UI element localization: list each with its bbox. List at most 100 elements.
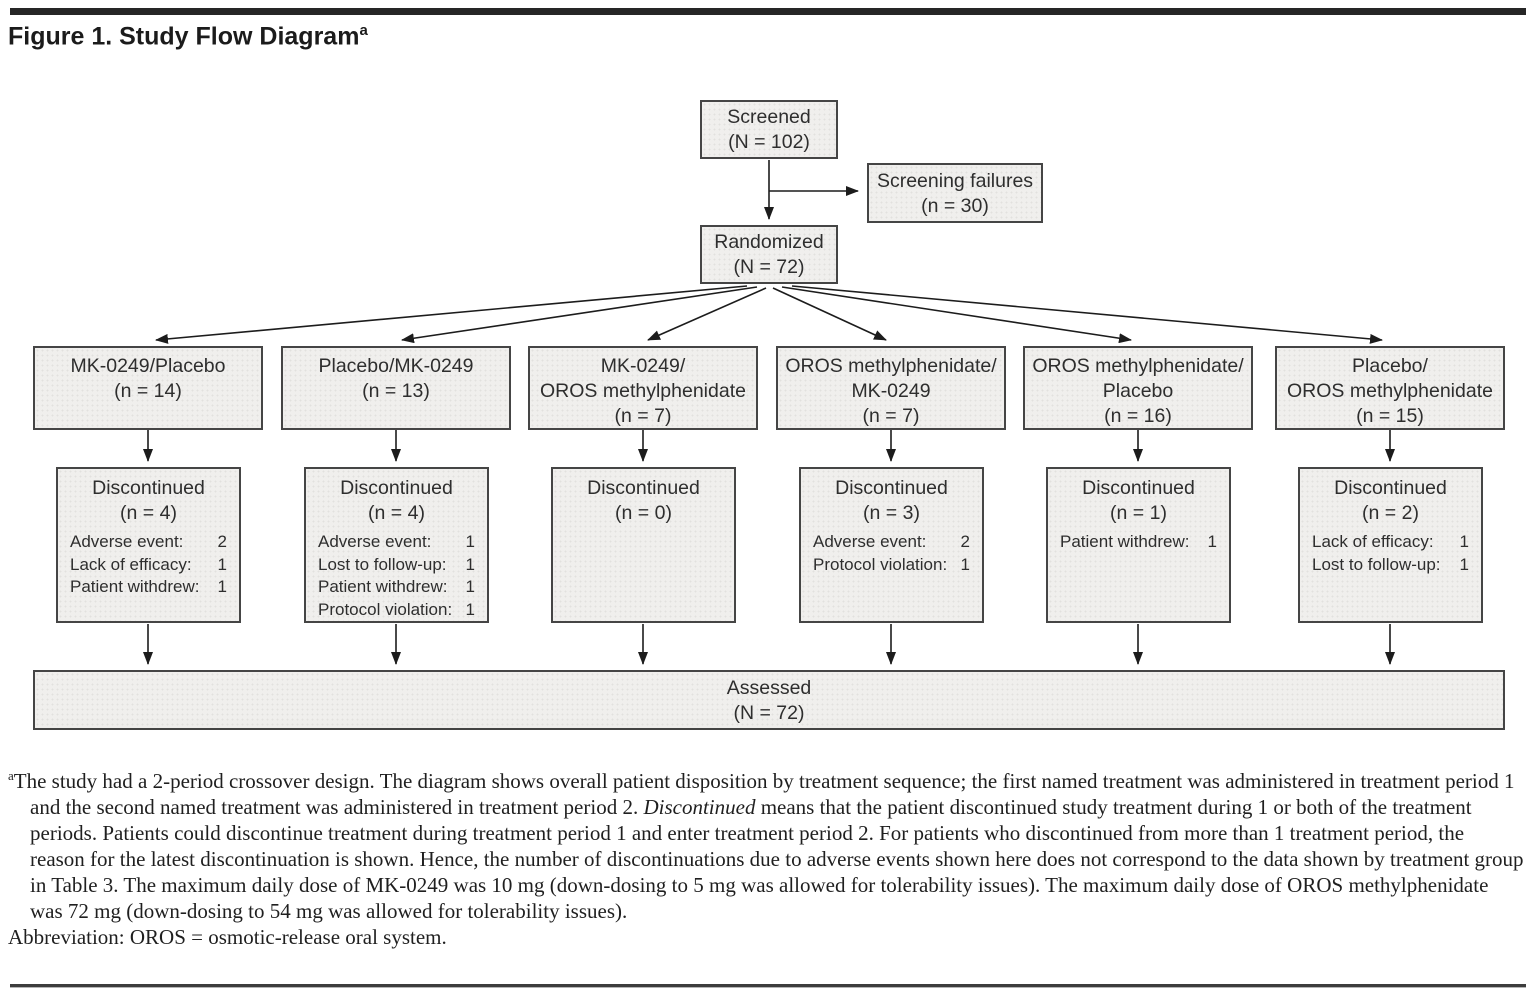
reason-row: Protocol violation: 1 <box>318 599 475 622</box>
footnote: aThe study had a 2-period crossover desi… <box>8 763 1524 924</box>
arm-box-line: OROS methylphenidate <box>540 380 746 402</box>
reason-count: 1 <box>217 554 227 574</box>
screened-label: Screened <box>727 106 811 128</box>
randomized-to-arm6-arrow <box>791 285 1383 344</box>
reason-row: Lack of efficacy:1 <box>1312 531 1469 554</box>
discontinued-title: Discontinued <box>835 477 948 499</box>
randomized-n: (N = 72) <box>733 256 805 278</box>
figure-title: Figure 1. Study Flow Diagrama <box>8 22 368 51</box>
reason-row: Adverse event: 1 <box>318 531 475 554</box>
discontinued-title: Discontinued <box>1334 477 1447 499</box>
arm-box-6: Placebo/OROS methylphenidate (n = 15) <box>1275 346 1505 430</box>
reason-label: Adverse event: <box>70 532 184 551</box>
reason-row: Lost to follow-up: 1 <box>1312 554 1469 577</box>
reason-label: Patient withdrew: <box>1060 532 1190 551</box>
arm-box-line: Placebo/MK-0249 <box>318 355 474 377</box>
arm-box-line: (n = 15) <box>1356 405 1424 427</box>
reason-count: 1 <box>465 577 475 596</box>
arm-box-line: Placebo/ <box>1352 355 1428 377</box>
reason-label: Patient withdrew: <box>70 577 200 596</box>
screened-box: Screened (N = 102) <box>700 100 838 159</box>
arm-box-line: (n = 14) <box>114 380 182 402</box>
reason-label: Lack of efficacy: <box>70 554 192 574</box>
randomized-to-arm5-arrow <box>781 286 1132 344</box>
footnote-marker: a <box>8 768 14 783</box>
reason-row: Adverse event: 2 <box>813 531 970 554</box>
arm-box-line: MK-0249/Placebo <box>70 355 226 377</box>
discontinued-n: (n = 4) <box>368 502 425 524</box>
reason-label: Lack of efficacy: <box>1312 532 1434 551</box>
discontinued-title: Discontinued <box>1082 477 1195 499</box>
randomized-to-arm3-arrow <box>647 287 767 341</box>
arm-box-line: OROS methylphenidate <box>1287 380 1493 402</box>
assessed-n: (N = 72) <box>733 702 805 724</box>
flow-arrows <box>143 160 1395 665</box>
discontinued-title: Discontinued <box>92 477 205 499</box>
reason-label: Lost to follow-up: <box>318 554 447 574</box>
randomized-to-arm4-arrow <box>772 287 887 341</box>
arm-box-1: MK-0249/Placebo (n = 14) <box>33 346 263 430</box>
randomized-label: Randomized <box>714 231 824 253</box>
discontinued-n: (n = 3) <box>863 502 920 524</box>
arm-box-line: (n = 7) <box>614 405 672 427</box>
reason-row: Patient withdrew: 1 <box>318 576 475 599</box>
discontinued-title: Discontinued <box>340 477 453 499</box>
footnote-text-1: The study had a 2-period crossover desig… <box>13 769 1515 819</box>
arm-box-3: MK-0249/OROS methylphenidate (n = 7) <box>528 346 758 430</box>
randomized-box: Randomized (N = 72) <box>700 225 838 284</box>
screening-failures-n: (n = 30) <box>921 195 989 217</box>
discontinued-n: (n = 0) <box>615 502 672 524</box>
arm-box-line: OROS methylphenidate/ <box>785 355 997 377</box>
arm-box-line: (n = 7) <box>862 405 920 427</box>
randomized-to-arm1-arrow <box>155 285 748 344</box>
reason-label: Protocol violation: <box>813 554 948 574</box>
arm-box-line: Placebo <box>1102 380 1174 402</box>
reason-label: Patient withdrew: <box>318 577 448 596</box>
reason-count: 1 <box>960 554 970 574</box>
footnote-text-2: means that the patient discontinued stud… <box>30 795 1524 923</box>
arm-box-line: (n = 13) <box>362 380 430 402</box>
reason-count: 1 <box>465 599 475 619</box>
arm-box-line: MK-0249 <box>851 380 931 402</box>
discontinued-box-5: Discontinued(n = 1)Patient withdrew:1 <box>1046 467 1231 623</box>
assessed-label: Assessed <box>726 677 812 699</box>
reason-count: 2 <box>960 532 970 551</box>
reason-count: 1 <box>465 532 475 551</box>
reason-row: Protocol violation: 1 <box>813 554 970 577</box>
reason-label: Protocol violation: <box>318 599 453 619</box>
discontinued-reasons: Patient withdrew:1 <box>1048 531 1229 554</box>
arm-box-2: Placebo/MK-0249 (n = 13) <box>281 346 511 430</box>
reason-label: Adverse event: <box>813 532 927 551</box>
reason-row: Lack of efficacy: 1 <box>70 554 227 577</box>
discontinued-n: (n = 2) <box>1362 502 1419 524</box>
reason-row: Patient withdrew:1 <box>1060 531 1217 554</box>
reason-label: Adverse event: <box>318 532 432 551</box>
reason-count: 1 <box>1459 554 1469 574</box>
abbreviation-line: Abbreviation: OROS = osmotic-release ora… <box>8 925 447 949</box>
reason-row: Adverse event:2 <box>70 531 227 554</box>
arm-box-4: OROS methylphenidate/MK-0249 (n = 7) <box>776 346 1006 430</box>
arm-box-line: (n = 16) <box>1104 405 1172 427</box>
flow-diagram: Screened (N = 102) Screening failures (n… <box>33 100 1505 730</box>
reason-count: 1 <box>465 554 475 574</box>
discontinued-n: (n = 4) <box>120 502 177 524</box>
figure-title-superscript: a <box>359 22 368 39</box>
figure-notes: aThe study had a 2-period crossover desi… <box>8 763 1524 950</box>
reason-label: Lost to follow-up: <box>1312 554 1441 574</box>
discontinued-title: Discontinued <box>587 477 700 499</box>
screened-n: (N = 102) <box>728 131 810 153</box>
arm-box-line: MK-0249/ <box>600 355 686 377</box>
reason-row: Patient withdrew:1 <box>70 576 227 599</box>
screening-failures-label: Screening failures <box>876 170 1034 192</box>
randomized-to-arm2-arrow <box>401 286 758 344</box>
reason-row: Lost to follow-up: 1 <box>318 554 475 577</box>
screening-failures-box: Screening failures (n = 30) <box>867 163 1043 223</box>
